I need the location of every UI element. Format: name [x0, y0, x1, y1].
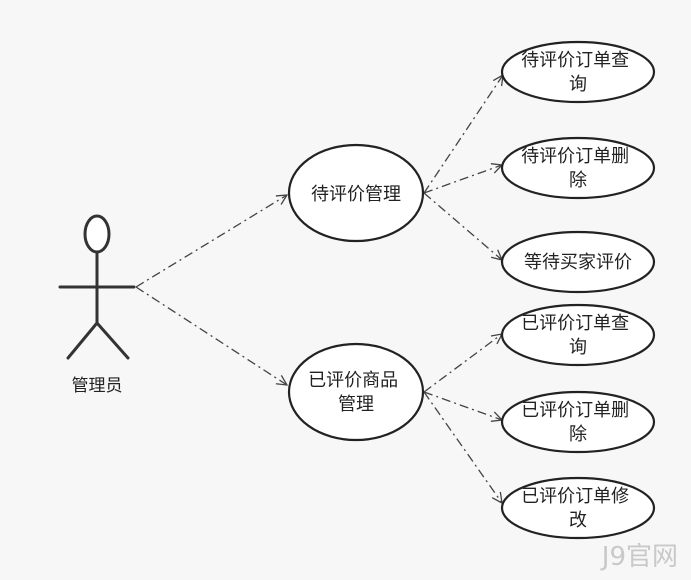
- edge-reviewed-query: [423, 334, 502, 393]
- use-case-reviewed-order-query: [500, 303, 656, 367]
- use-case-reviewed-order-delete: [500, 390, 656, 454]
- use-case-pending-order-query: [500, 40, 656, 104]
- use-case-reviewed-order-modify: [500, 476, 656, 540]
- edge-pending-delete: [423, 165, 502, 194]
- label-reviewed-goods-management: 已评价商品 管理: [308, 370, 404, 415]
- label-reviewed-order-delete: 已评价订单删 除: [521, 400, 635, 445]
- actor-figure: [58, 214, 136, 360]
- actor-left-leg: [66, 321, 99, 360]
- label-await-buyer-review: 等待买家评价: [524, 252, 632, 273]
- use-case-await-buyer-review: [500, 230, 656, 294]
- use-case-reviewed-goods-management: [287, 342, 425, 442]
- use-case-pending-order-delete: [500, 136, 656, 200]
- actor-right-leg: [95, 321, 130, 360]
- use-case-pending-review-management: [287, 143, 425, 243]
- edge-await-buyer: [423, 192, 502, 260]
- label-pending-review-management: 待评价管理: [311, 184, 401, 205]
- edge-pending-query: [423, 75, 503, 194]
- label-pending-order-delete: 待评价订单删 除: [521, 146, 635, 191]
- actor-head: [83, 214, 111, 254]
- actor-label: 管理员: [72, 376, 123, 396]
- edge-actor-reviewed-mgmt: [135, 286, 287, 385]
- label-reviewed-order-query: 已评价订单查 询: [521, 313, 635, 358]
- watermark: J9官网: [600, 542, 678, 572]
- edge-reviewed-delete: [423, 391, 502, 420]
- label-pending-order-query: 待评价订单查 询: [521, 50, 635, 95]
- label-reviewed-order-modify: 已评价订单修 改: [521, 486, 635, 531]
- edge-reviewed-modify: [423, 391, 502, 503]
- edges: [135, 75, 503, 503]
- edge-actor-pending-mgmt: [135, 195, 287, 288]
